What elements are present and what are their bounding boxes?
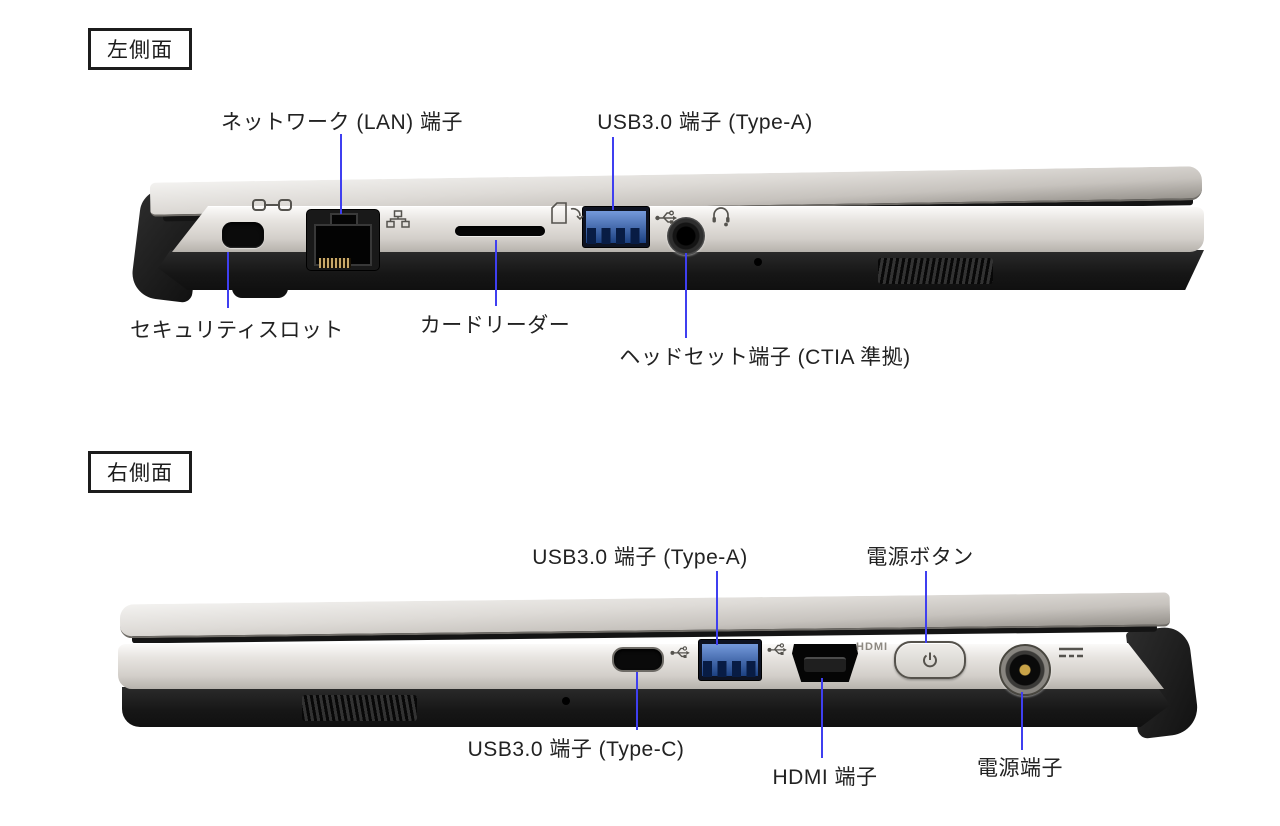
usb-a-port (698, 639, 762, 681)
dc-power-icon (1059, 647, 1083, 658)
sd-card-icon (551, 202, 584, 224)
section-title-right-side: 右側面 (88, 451, 192, 493)
headset-icon (712, 207, 730, 227)
label-usb-a-left: USB3.0 端子 (Type-A) (597, 111, 813, 134)
hdmi-port-slot (804, 657, 846, 672)
label-usb-c: USB3.0 端子 (Type-C) (467, 738, 685, 761)
usb-c-port (612, 647, 664, 672)
usb-trident-icon (670, 646, 690, 658)
leader-line-hdmi (821, 678, 823, 758)
lan-port-pins (319, 258, 351, 268)
usb-trident-icon (655, 210, 677, 224)
leader-line-power-jack (1021, 692, 1023, 750)
label-power-jack: 電源端子 (977, 757, 1063, 780)
lan-port (306, 209, 380, 271)
label-usb-a-right: USB3.0 端子 (Type-A) (532, 546, 748, 569)
power-button (894, 641, 966, 679)
speaker-vent (878, 258, 993, 284)
label-hdmi: HDMI 端子 (772, 766, 878, 789)
section-title-right-side-label: 右側面 (107, 462, 173, 485)
leader-line-usb-c (636, 672, 638, 730)
usb-a-port (582, 206, 650, 248)
hdmi-port (792, 644, 858, 682)
card-reader-slot (455, 226, 545, 236)
screw-hole (754, 258, 762, 266)
label-security-slot: セキュリティスロット (130, 319, 344, 342)
label-lan-port: ネットワーク (LAN) 端子 (220, 111, 464, 134)
hdmi-marking: HDMI (856, 641, 889, 653)
usb-a-port-contacts (587, 228, 645, 244)
usb-trident-icon (767, 643, 787, 655)
leader-line-lan (340, 134, 342, 214)
leader-line-security (227, 252, 229, 308)
leader-line-usb-a-left (612, 137, 614, 210)
power-icon (923, 652, 937, 668)
leader-line-usb-a-right (716, 571, 718, 645)
kensington-lock-icon (252, 199, 292, 211)
speaker-vent (302, 695, 417, 721)
label-headset-jack: ヘッドセット端子 (CTIA 準拠) (619, 346, 911, 369)
laptop-bottom-case (122, 687, 1170, 727)
usb-a-port-contacts (703, 661, 757, 677)
leader-line-power-button (925, 571, 927, 643)
security-slot (222, 222, 264, 248)
leader-line-headset (685, 253, 687, 338)
section-title-left-side-label: 左側面 (107, 39, 173, 62)
section-title-left-side: 左側面 (88, 28, 192, 70)
power-jack (999, 644, 1051, 696)
screw-hole (562, 697, 570, 705)
label-card-reader: カードリーダー (419, 314, 571, 337)
leader-line-card-reader (495, 240, 497, 306)
network-icon (386, 210, 410, 228)
label-power-button: 電源ボタン (866, 546, 974, 569)
